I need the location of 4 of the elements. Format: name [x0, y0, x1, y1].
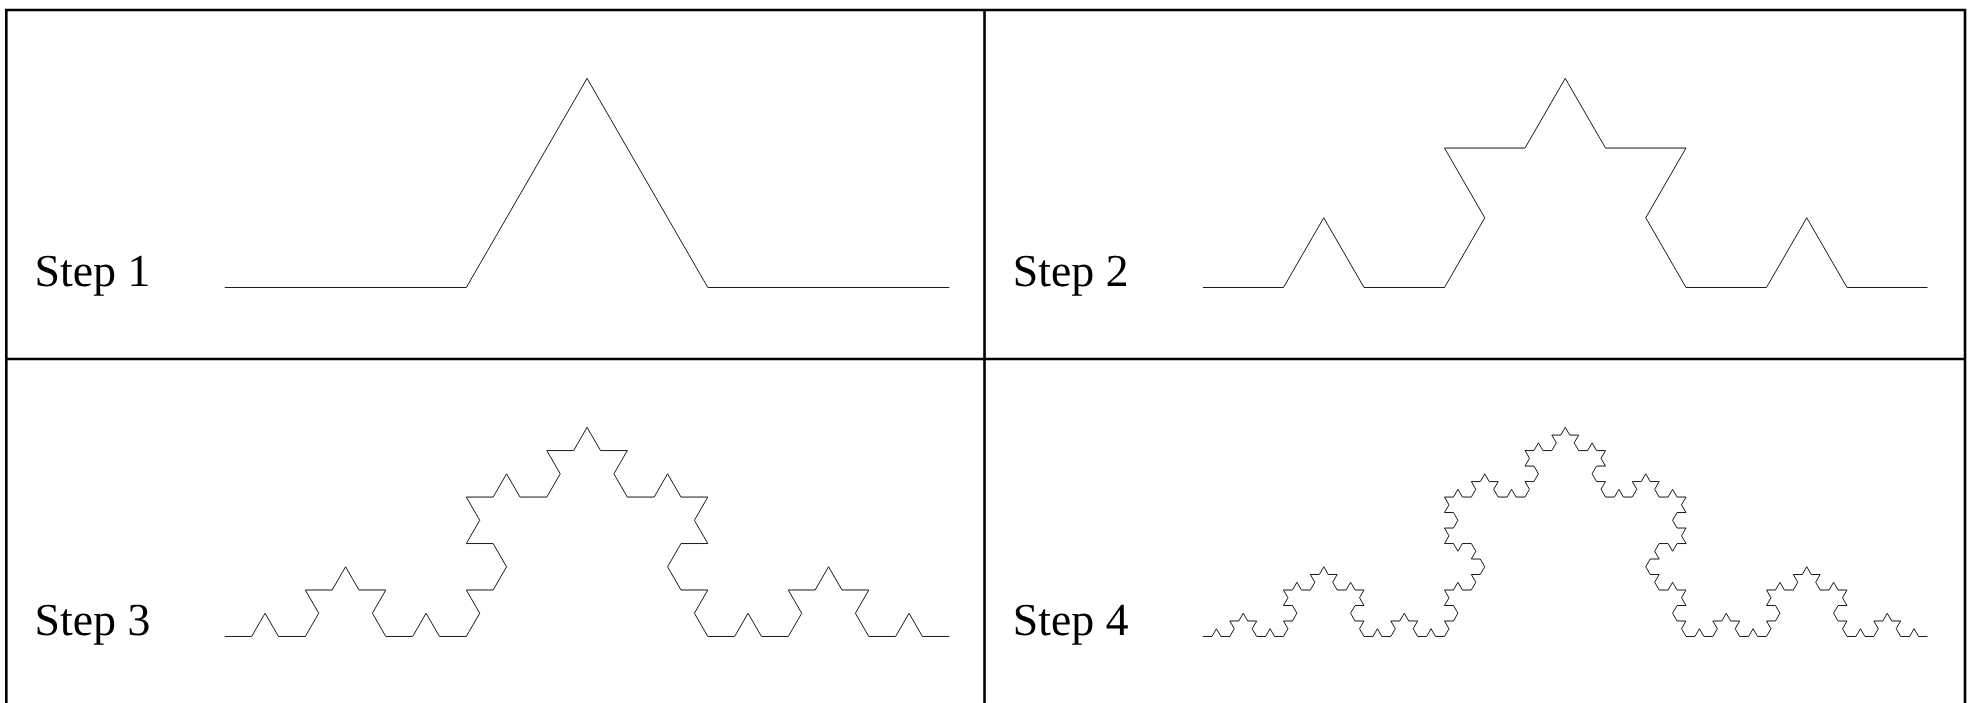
step-label: Step 4 [1015, 604, 1128, 645]
step-label: Step 1 [37, 255, 148, 296]
step-label: Step 2 [1015, 255, 1127, 296]
step-label: Step 3 [37, 604, 149, 645]
